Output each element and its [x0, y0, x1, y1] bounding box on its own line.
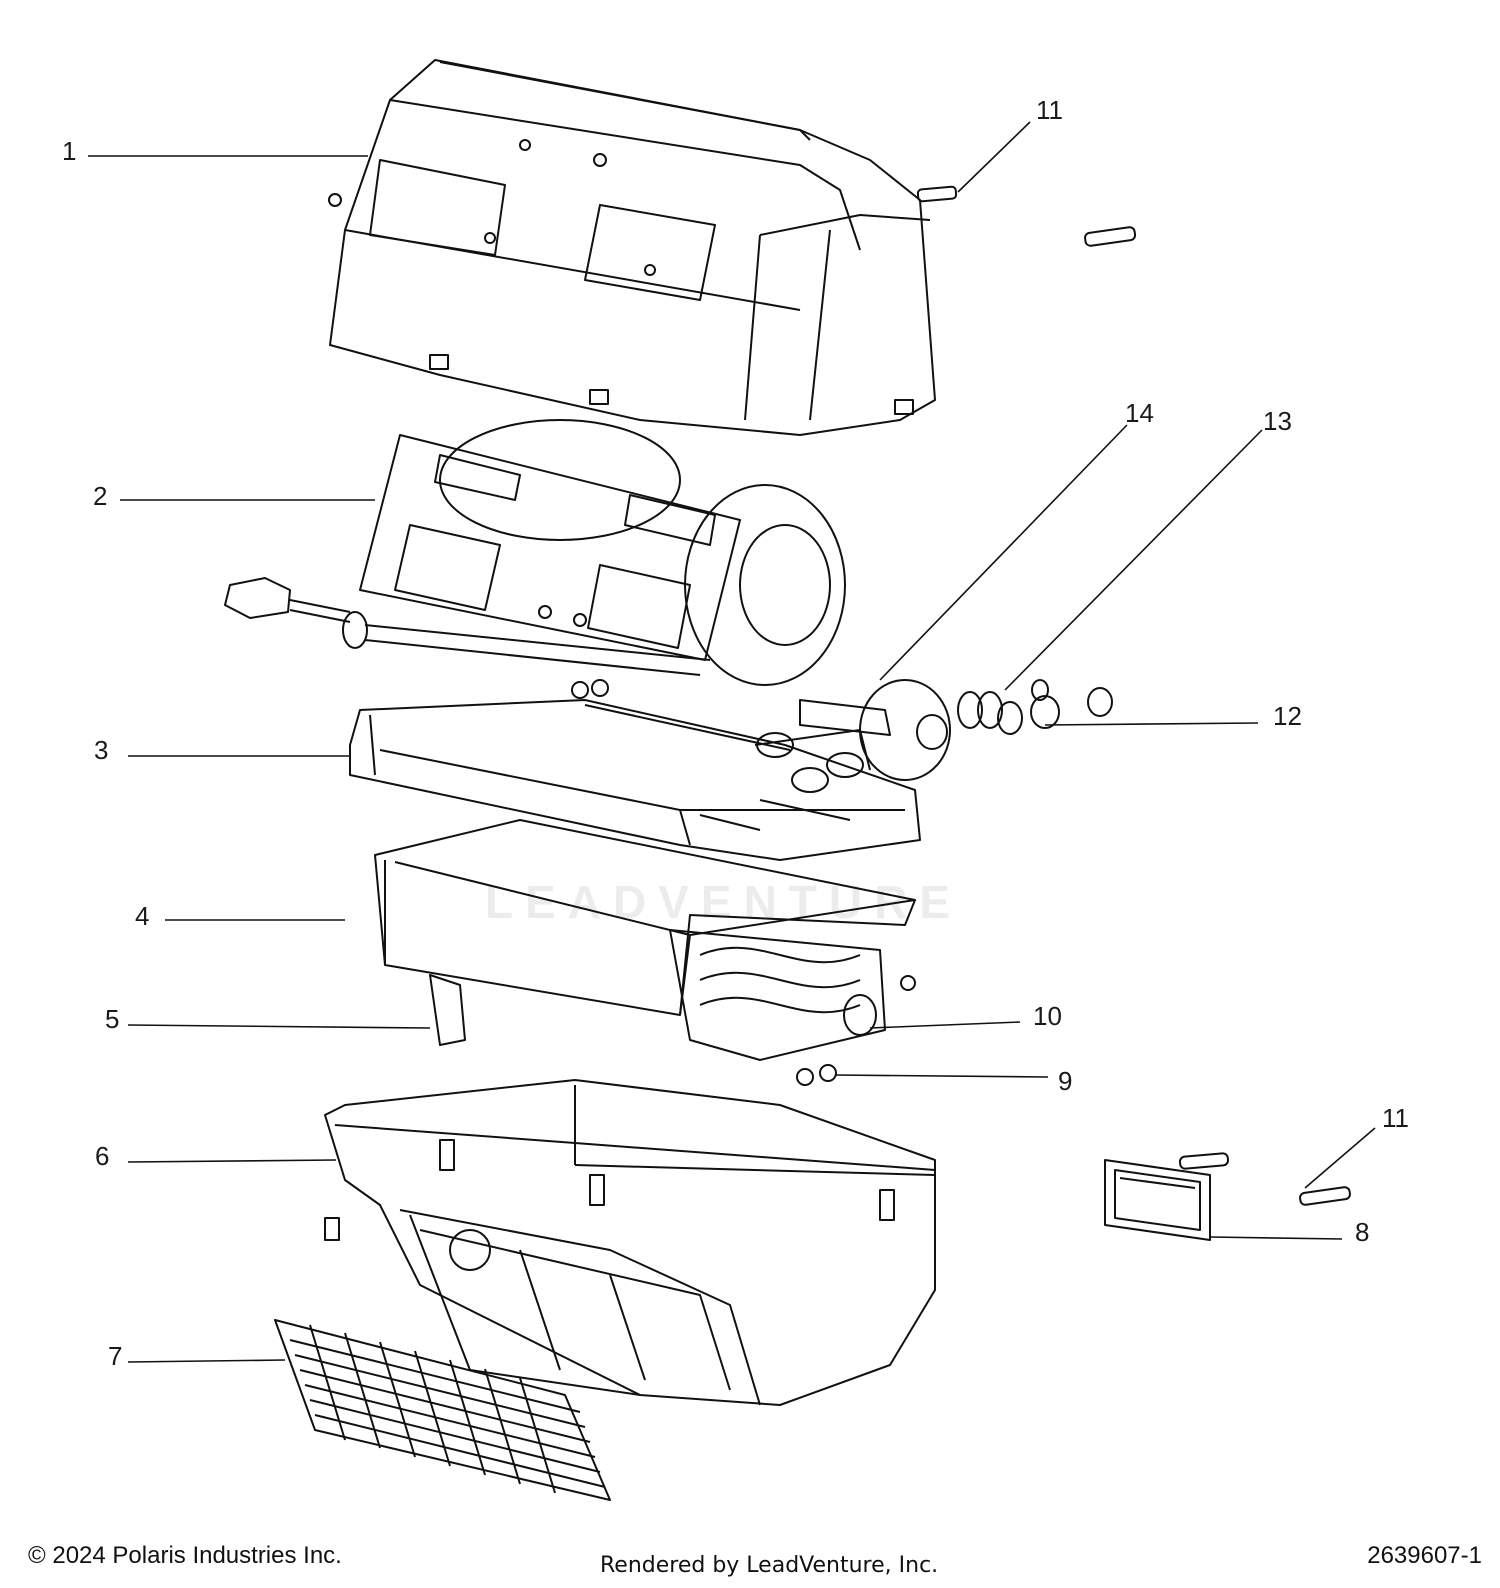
callout-4: 4: [135, 901, 150, 931]
leader-line-5: [127, 1024, 431, 1029]
callout-9: 9: [1058, 1066, 1073, 1096]
watermark-text: LEADVENTURE: [485, 876, 963, 928]
part-5-sensor: [429, 974, 466, 1046]
part-7-filter-grille: [274, 1319, 611, 1501]
leader-line-8: [1209, 1236, 1343, 1240]
part-12-hose-clamp-fitting: [997, 687, 1113, 735]
callout-10: 10: [1033, 1001, 1062, 1031]
leader-line-11-lower: [1304, 1127, 1376, 1189]
callout-5: 5: [105, 1004, 120, 1034]
part-14-grommet: [799, 679, 951, 781]
callout-7: 7: [108, 1341, 123, 1371]
part-9-nuts: [796, 1064, 837, 1086]
leader-line-11-top: [957, 121, 1031, 193]
callout-11-lower: 11: [1382, 1103, 1409, 1133]
part-1-upper-housing: [328, 59, 936, 436]
part-11-pins-top: [916, 185, 1137, 247]
part-8-connector: [1104, 1159, 1211, 1241]
leader-line-6: [127, 1159, 337, 1163]
part-11-pins-lower: [1178, 1152, 1351, 1206]
callout-3: 3: [94, 735, 109, 765]
leader-line-13: [1004, 429, 1263, 691]
callout-14: 14: [1125, 398, 1154, 428]
callout-11-top: 11: [1036, 95, 1063, 125]
callout-2: 2: [93, 481, 108, 511]
leader-line-12: [1044, 722, 1259, 726]
leader-line-9: [834, 1074, 1049, 1078]
callout-8: 8: [1355, 1217, 1370, 1247]
leader-line-14: [879, 424, 1128, 681]
callout-12: 12: [1273, 701, 1302, 731]
leader-line-10: [869, 1021, 1021, 1029]
part-13-fitting: [957, 679, 1049, 729]
part-3-heater-core: [349, 679, 921, 861]
callout-1: 1: [62, 136, 77, 166]
part-4-evaporator: [374, 819, 916, 1061]
rendered-by-text: Rendered by LeadVenture, Inc.: [600, 1553, 939, 1578]
part-10-expansion-valve: [900, 975, 916, 991]
callout-6: 6: [95, 1141, 110, 1171]
diagram-number: 2639607-1: [1367, 1542, 1482, 1569]
copyright-text: © 2024 Polaris Industries Inc.: [28, 1542, 342, 1569]
leader-line-7: [127, 1359, 286, 1363]
leader-lines: [88, 121, 1376, 1363]
part-2-blower-assembly: [224, 419, 846, 686]
callout-13: 13: [1263, 406, 1292, 436]
